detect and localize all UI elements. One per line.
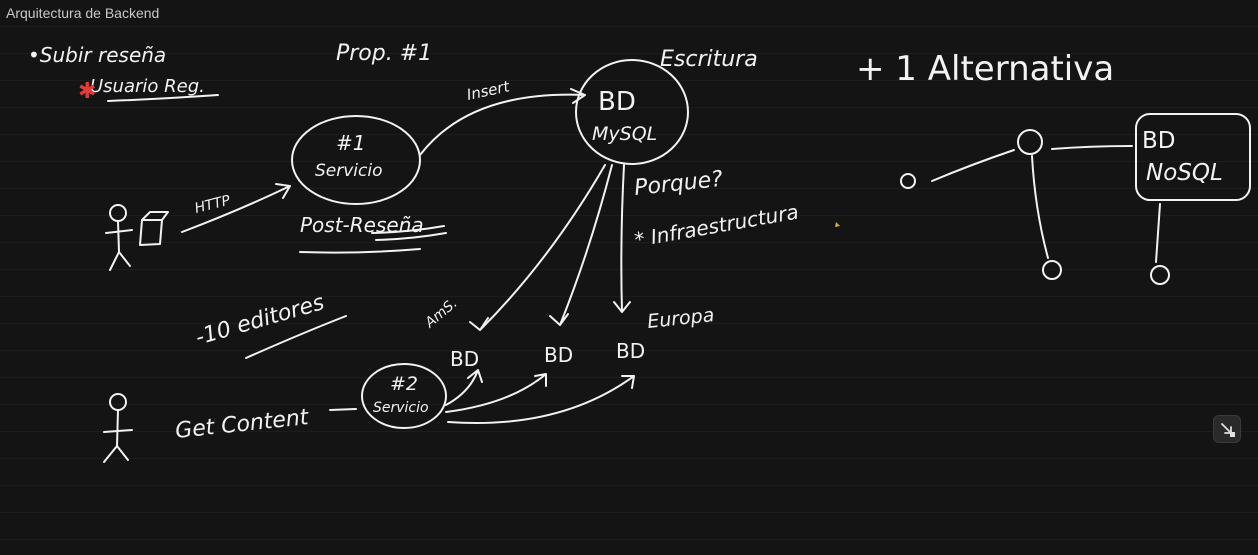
underline-post-resena: [299, 248, 421, 254]
note-usuario-reg: Usuario Reg.: [90, 76, 205, 97]
underline-usuario: [107, 94, 219, 102]
collapse-arrow-icon[interactable]: [1213, 415, 1241, 443]
note-subir-resena: •Subir reseña: [28, 43, 166, 67]
db-nosql-node: [1135, 113, 1251, 201]
arrow-insert: [419, 88, 586, 156]
title-bar: Arquitectura de Backend: [0, 0, 1258, 28]
prop-title: Prop. #1: [336, 41, 432, 66]
service-2-number: #2: [390, 373, 418, 395]
post-resena-label: Post-Reseña: [300, 213, 424, 237]
service-1-number: #1: [336, 131, 365, 155]
arrow-replica-bd2: [549, 164, 613, 326]
label-insert: Insert: [465, 77, 512, 104]
actor-user-icon: [105, 204, 169, 271]
db-nosql-label: NoSQL: [1146, 160, 1223, 186]
node-client-3: [1150, 265, 1170, 285]
node-client-1: [900, 173, 916, 189]
service-2-label: Servicio: [373, 400, 429, 416]
dash-get-content: [329, 408, 357, 411]
underline-post-resena-double: [371, 225, 447, 241]
node-client-2: [1042, 260, 1062, 280]
arrow-service2-bd2: [445, 373, 547, 413]
actor-editor-icon: [103, 393, 133, 463]
db-mysql-label: MySQL: [592, 123, 657, 145]
line-hub-client: [1031, 155, 1049, 259]
document-title: Arquitectura de Backend: [6, 5, 160, 21]
line-client-1: [931, 149, 1015, 182]
red-asterisk-icon: ✱: [78, 79, 96, 104]
label-infraestructura: * Infraestructura: [633, 199, 801, 251]
label-escritura: Escritura: [660, 47, 758, 72]
arrow-service2-bd1: [445, 369, 483, 406]
db-mysql-bd: BD: [598, 87, 636, 117]
arrow-http: [181, 183, 291, 233]
db-replica-3: BD: [616, 339, 645, 363]
arrow-replica-ams: [469, 164, 606, 331]
node-hub: [1017, 129, 1043, 155]
label-porque: Porque?: [633, 167, 724, 201]
label-europa: Europa: [646, 304, 715, 333]
arrow-replica-europa: [613, 164, 631, 313]
db-replica-2: BD: [544, 343, 573, 367]
line-hub-nosql: [1051, 145, 1133, 150]
service-1-label: Servicio: [315, 161, 383, 181]
label-get-content: Get Content: [174, 405, 311, 444]
service-1-node: [291, 115, 421, 205]
label-editores: -10 editores: [193, 290, 327, 351]
db-replica-1: BD: [450, 347, 479, 371]
label-alternativa: + 1 Alternativa: [856, 49, 1114, 89]
db-nosql-bd: BD: [1142, 128, 1176, 154]
label-ams: AmS.: [422, 295, 461, 331]
line-nosql-client: [1155, 203, 1161, 263]
service-2-node: [361, 363, 447, 429]
db-mysql-node: [575, 59, 689, 165]
underline-editores: [245, 315, 347, 359]
arrow-service2-bd3: [447, 375, 635, 425]
cursor-pointer-icon: [835, 222, 840, 227]
